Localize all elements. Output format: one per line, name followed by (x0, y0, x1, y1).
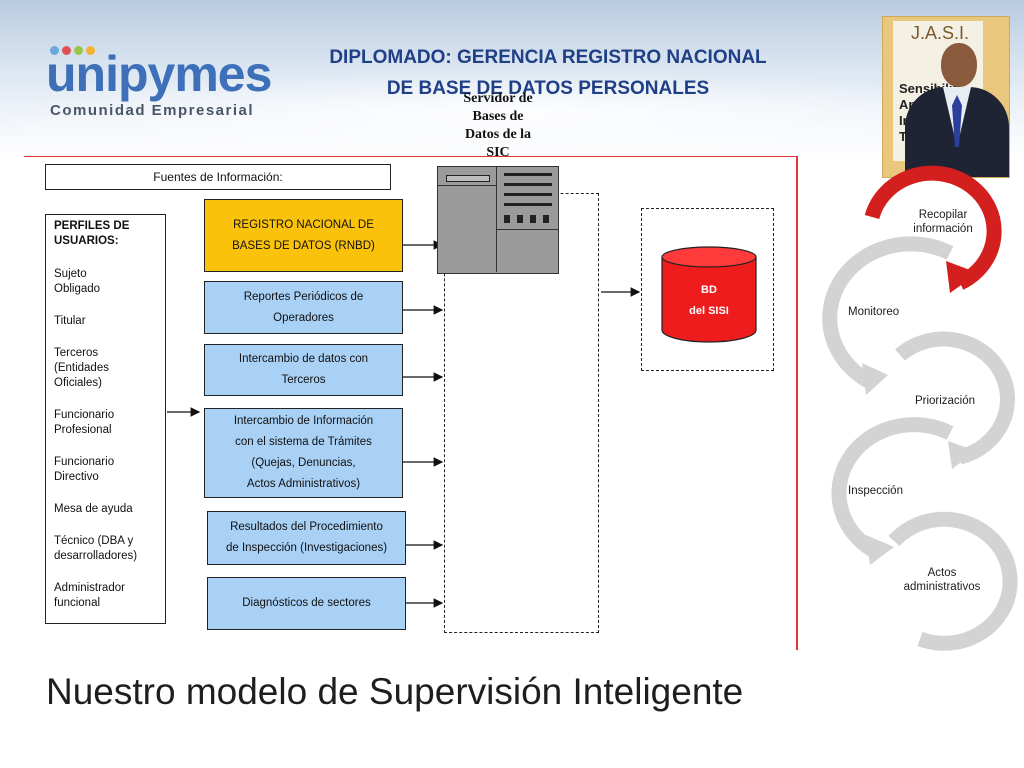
source-box-diagnosticos: Diagnósticos de sectores (207, 577, 406, 630)
cycle-arrow-recopilar (864, 165, 1002, 290)
server-slot (446, 175, 490, 182)
logo-dot (50, 46, 59, 55)
logo-dots (50, 46, 110, 56)
architecture-diagram: Fuentes de Información: PERFILES DE USUA… (24, 156, 798, 650)
server-left-panel (438, 167, 497, 272)
perfiles-title: PERFILES DE USUARIOS: (54, 220, 130, 247)
slide-title: Nuestro modelo de Supervisión Inteligent… (46, 671, 744, 712)
perfiles-box: PERFILES DE USUARIOS: Sujeto Obligado Ti… (45, 214, 166, 624)
logo-dot (86, 46, 95, 55)
server-lower-divider (496, 229, 558, 230)
person-head (941, 43, 977, 87)
cycle-arrowhead-priorizacion (948, 441, 976, 469)
bd-container (641, 208, 774, 371)
cycle-arrows (822, 165, 1018, 651)
person-tie (952, 95, 962, 147)
cycle-step-inspeccion: Inspección (848, 485, 903, 497)
cycle-step-actos: Actos administrativos (903, 567, 981, 593)
fuentes-box: Fuentes de Información: (45, 164, 391, 190)
server-drive (504, 173, 552, 176)
perfil-item: Titular (54, 315, 86, 327)
server-label: Servidor de Bases de Datos de la SIC (463, 91, 533, 160)
cycle-arrowhead-recopilar (946, 261, 978, 293)
database-cylinder-icon (661, 246, 757, 343)
server-lights (504, 215, 554, 223)
diagram-connectors (167, 240, 641, 608)
cycle-step-monitoreo: Monitoreo (848, 306, 900, 318)
perfil-item: Administrador funcional (54, 582, 125, 609)
cycle-arrowhead-inspeccion (866, 535, 894, 565)
cycle-arrow-monitoreo (822, 236, 954, 390)
header-title-line2: DE BASE DE DATOS PERSONALES (386, 78, 710, 99)
perfil-item: Terceros (Entidades Oficiales) (54, 347, 109, 389)
cycle-step-recopilar: Recopilar información (913, 209, 973, 235)
logo-tagline: Comunidad Empresarial (50, 102, 255, 119)
cycle-arrow-actos (888, 511, 1018, 651)
logo-dot (62, 46, 71, 55)
perfil-item: Técnico (DBA y desarrolladores) (54, 535, 138, 562)
server-drive (504, 193, 552, 196)
server-drive (504, 183, 552, 186)
logo-dot (74, 46, 83, 55)
database-label: BD del SISI (689, 284, 729, 317)
supervision-cycle: Recopilar información Monitoreo Prioriza… (810, 165, 1024, 655)
source-box-reportes: Reportes Periódicos de Operadores (204, 281, 403, 334)
logo: unipymes Comunidad Empresarial (0, 0, 272, 125)
cycle-arrowhead-monitoreo (862, 363, 888, 395)
cycle-step-priorizacion: Priorización (914, 395, 976, 407)
cycle-arrow-priorizacion (895, 331, 1015, 465)
perfil-item: Mesa de ayuda (54, 503, 133, 515)
server-drive (504, 203, 552, 206)
header-swoosh (0, 70, 1024, 160)
source-box-intercambio-info: Intercambio de Información con el sistem… (204, 408, 403, 498)
cycle-arrow-inspeccion (831, 417, 954, 560)
source-box-rnbd: REGISTRO NACIONAL DE BASES DE DATOS (RNB… (204, 199, 403, 272)
header-title-line1: DIPLOMADO: GERENCIA REGISTRO NACIONAL (329, 47, 767, 68)
source-box-intercambio-datos: Intercambio de datos con Terceros (204, 344, 403, 396)
logo-wordmark: unipymes (46, 46, 272, 102)
perfil-item: Sujeto Obligado (54, 268, 101, 295)
perfil-item: Funcionario Directivo (54, 456, 115, 483)
server-icon (437, 166, 559, 274)
photo-banner-title: J.A.S.I. (911, 23, 970, 43)
source-box-resultados: Resultados del Procedimiento de Inspecci… (207, 511, 406, 565)
speaker-photo: J.A.S.I. Sensibiliz Apr Inn TIC (882, 16, 1010, 178)
perfil-item: Funcionario Profesional (54, 409, 115, 436)
server-divider (438, 185, 496, 186)
